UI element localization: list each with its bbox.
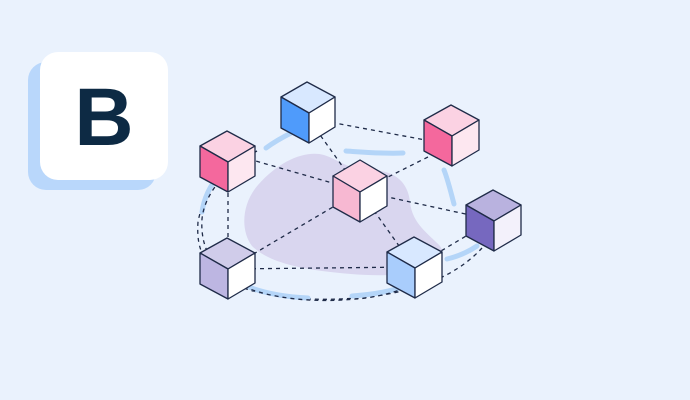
cube-right-face: [414, 251, 443, 299]
cube-node-bottom-right: [386, 236, 443, 299]
cube-node-top: [280, 81, 336, 144]
brand-logo-badge: B: [28, 52, 170, 194]
edge-bottom-left-to-bottom-right: [227, 266, 415, 270]
cube-right-face: [359, 175, 388, 223]
network-shadow: [244, 153, 443, 276]
cube-node-top-right: [423, 104, 480, 167]
cube-node-top-left: [199, 130, 256, 193]
logo-card: B: [40, 52, 168, 180]
logo-letter: B: [74, 72, 134, 163]
cube-right-face: [493, 204, 522, 252]
cube-node-bottom-left: [199, 237, 256, 300]
cube-node-right: [465, 189, 522, 252]
cube-right-face: [227, 145, 256, 193]
cube-right-face: [308, 96, 336, 144]
cube-right-face: [227, 252, 256, 300]
cube-node-center: [332, 159, 388, 223]
cube-right-face: [451, 119, 480, 167]
